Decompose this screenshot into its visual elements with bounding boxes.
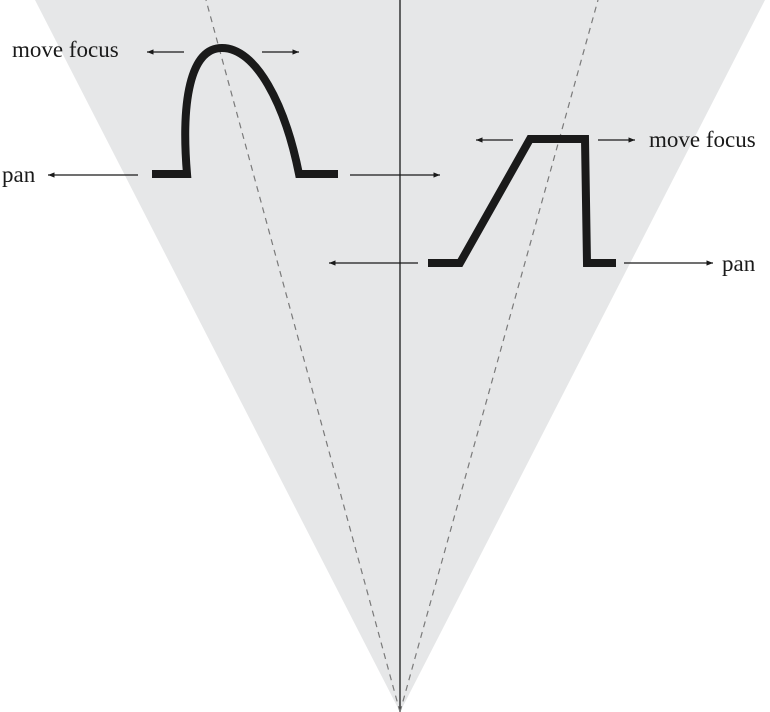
right-focus-line (399, 0, 599, 712)
left-focus-line (205, 0, 401, 712)
right-move-focus-label: move focus (649, 127, 756, 152)
right-trapezoid-object (428, 135, 616, 267)
left-move-focus-label: move focus (12, 37, 119, 62)
left-pan-label: pan (2, 162, 36, 187)
left-curved-object (152, 43, 338, 178)
right-pan-label: pan (722, 251, 756, 276)
